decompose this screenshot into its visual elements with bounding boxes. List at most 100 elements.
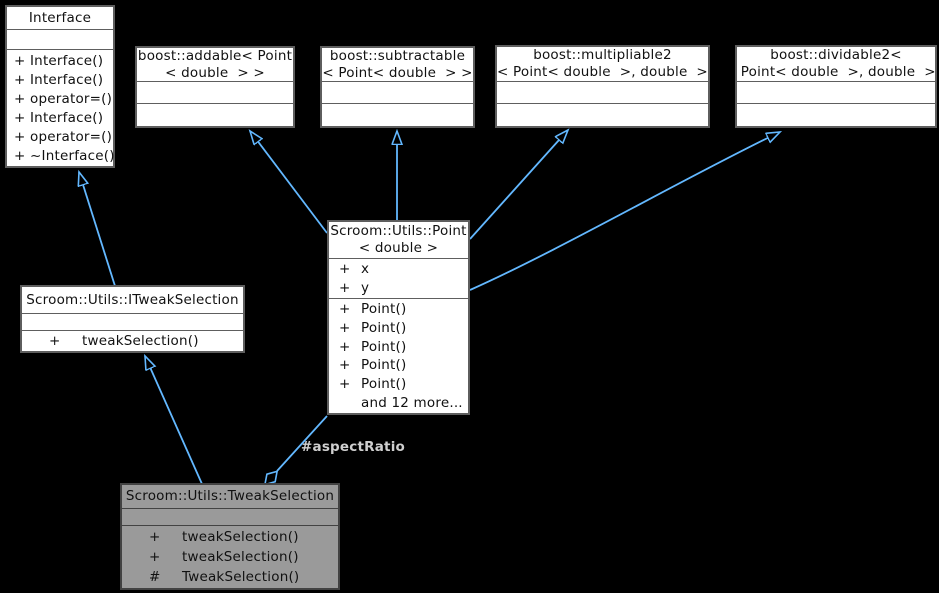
class-node-scroom-utils-tweakselection[interactable]: Scroom::Utils::TweakSelection +tweakSele… [120, 483, 340, 590]
class-title-text: boost::dividable2< [770, 47, 902, 64]
visibility: + [339, 319, 351, 336]
method-row: + Point() [329, 339, 468, 355]
class-title: Scroom::Utils::TweakSelection [122, 485, 338, 508]
methods-section: +tweakSelection() [22, 330, 243, 351]
class-title: Scroom::Utils::Point < double > [329, 222, 468, 258]
attribute-row: +y [329, 280, 468, 296]
attribute-name: y [361, 279, 370, 296]
class-node-boost-addable[interactable]: boost::addable< Point < double > > [135, 46, 295, 128]
method-name: operator=() [30, 90, 113, 107]
visibility: + [49, 333, 61, 349]
class-node-boost-dividable2[interactable]: boost::dividable2< Point< double >, doub… [735, 45, 937, 128]
class-title: Scroom::Utils::ITweakSelection [22, 287, 243, 313]
method-name: operator=() [30, 128, 113, 145]
class-title: boost::dividable2< Point< double >, doub… [737, 47, 936, 81]
visibility: + [339, 261, 351, 278]
visibility: # [149, 569, 161, 585]
method-row: + Point() [329, 320, 468, 336]
method-name: Point() [361, 338, 407, 355]
class-node-scroom-utils-itweakselection[interactable]: Scroom::Utils::ITweakSelection +tweakSel… [20, 285, 245, 353]
class-title: boost::subtractable < Point< double > > [322, 48, 473, 81]
methods-section: +Interface() +Interface() +operator=() +… [7, 49, 115, 166]
visibility: + [14, 71, 26, 88]
method-name: Interface() [30, 71, 104, 88]
method-row: +operator=() [7, 129, 113, 145]
method-row: # TweakSelection() [122, 569, 338, 585]
visibility: + [149, 529, 161, 545]
method-name: ~Interface() [30, 147, 115, 164]
method-row: + Point() [329, 357, 468, 373]
method-row: +tweakSelection() [22, 333, 243, 349]
class-title: boost::addable< Point < double > > [137, 48, 293, 81]
method-name: Interface() [30, 52, 104, 69]
visibility: + [339, 338, 351, 355]
method-name: Point() [361, 319, 407, 336]
attributes-section-empty [137, 81, 293, 103]
attributes-section-empty [122, 508, 338, 525]
class-title-text: Scroom::Utils::Point [330, 223, 467, 240]
visibility: + [14, 52, 26, 69]
attribute-name: x [361, 261, 370, 278]
class-node-interface[interactable]: Interface +Interface() +Interface() +ope… [5, 5, 115, 168]
visibility: + [339, 375, 351, 392]
class-node-boost-subtractable[interactable]: boost::subtractable < Point< double > > [320, 46, 475, 128]
class-title-text: boost::addable< Point [137, 47, 293, 64]
methods-section-empty [322, 103, 473, 126]
edge-tweakselection-to-itweakselection [145, 356, 203, 485]
class-title-text: Scroom::Utils::ITweakSelection [26, 291, 239, 308]
class-title-text: Interface [28, 9, 92, 26]
edge-point-to-dividable2 [469, 132, 780, 291]
attributes-section-empty [737, 81, 935, 103]
class-title-text: Scroom::Utils::TweakSelection [125, 488, 335, 505]
visibility: + [339, 357, 351, 374]
visibility: + [14, 147, 26, 164]
edge-aspectratio-aggregation [276, 415, 328, 472]
method-name: Point() [361, 375, 407, 392]
method-row: +Interface() [7, 110, 113, 126]
method-name: and 12 more... [361, 394, 463, 411]
methods-section: +Point() +Point() +Point() +Point() +Poi… [329, 298, 468, 413]
class-title-text: < double > [358, 240, 439, 256]
method-row: +Interface() [7, 72, 113, 88]
attributes-section-empty [22, 313, 243, 330]
method-name: Point() [361, 301, 407, 318]
method-row: +~Interface() [7, 147, 115, 164]
visibility: + [14, 109, 26, 126]
method-name: Interface() [30, 109, 104, 126]
edge-itweakselection-to-interface [79, 172, 116, 287]
methods-section-empty [497, 103, 708, 126]
class-node-boost-multipliable2[interactable]: boost::multipliable2 < Point< double >, … [495, 45, 710, 128]
method-row: +Point() [329, 301, 468, 317]
class-title: Interface [7, 7, 113, 29]
attributes-section-empty [497, 81, 708, 103]
visibility: + [339, 279, 351, 296]
class-title-text: < Point< double > > [322, 64, 473, 81]
method-row: + Point() [329, 376, 468, 392]
method-row: +operator=() [7, 91, 113, 107]
method-name: Point() [361, 357, 407, 374]
edge-point-to-addable [250, 131, 328, 234]
method-row: + tweakSelection() [122, 529, 338, 545]
attributes-section-empty [7, 29, 113, 49]
methods-section-empty [737, 103, 935, 126]
method-name: tweakSelection() [182, 549, 299, 565]
class-title: boost::multipliable2 < Point< double >, … [497, 47, 708, 81]
visibility: + [149, 549, 161, 565]
attributes-section: +x +y [329, 258, 468, 298]
method-row: + tweakSelection() [122, 549, 338, 565]
method-name: TweakSelection() [182, 569, 300, 585]
visibility: + [14, 90, 26, 107]
class-node-scroom-utils-point[interactable]: Scroom::Utils::Point < double > +x +y +P… [327, 220, 470, 415]
edge-label-aspectratio: #aspectRatio [301, 439, 405, 455]
method-name: tweakSelection() [182, 529, 299, 545]
class-title-text: boost::subtractable [329, 47, 466, 64]
attribute-row: +x [329, 261, 468, 277]
attributes-section-empty [322, 81, 473, 103]
edge-point-to-multipliable2 [469, 130, 568, 240]
methods-section-empty [137, 103, 293, 126]
class-title-text: < Point< double >, double > [497, 64, 708, 80]
methods-section: + tweakSelection() + tweakSelection() # Twe… [122, 525, 338, 588]
visibility: + [14, 128, 26, 145]
